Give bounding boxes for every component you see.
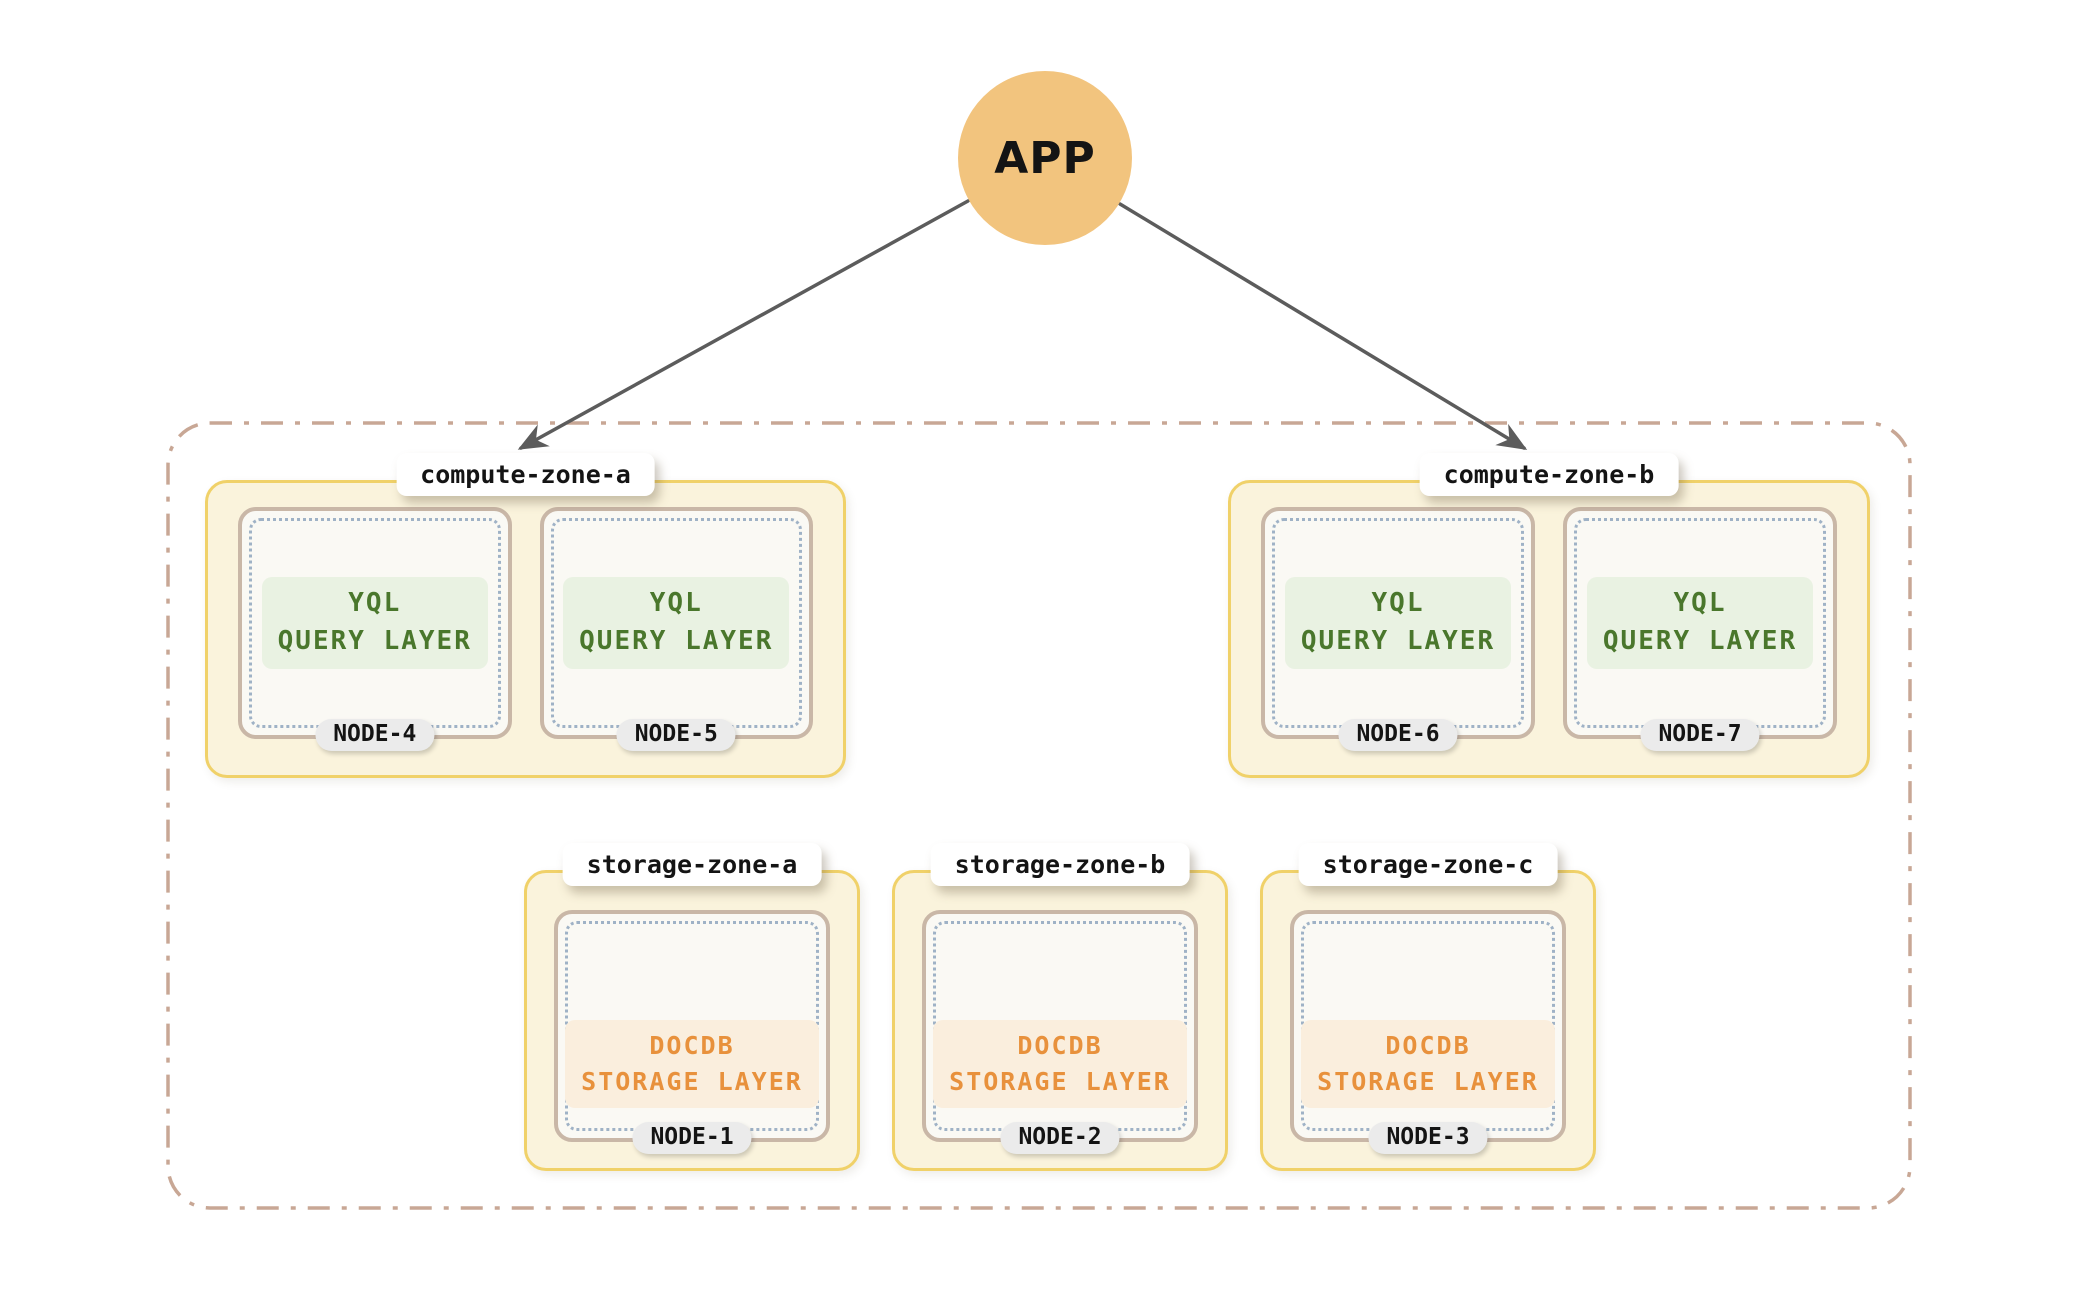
layer-line-2: STORAGE LAYER [949,1066,1171,1096]
node-name-pill: NODE-1 [632,1122,752,1154]
node-name-pill: NODE-3 [1368,1122,1488,1154]
node-box-node-6: YQL QUERY LAYER NODE-6 [1261,507,1535,751]
node-name-text: NODE-7 [1658,721,1742,748]
layer-line-2: QUERY LAYER [1300,626,1496,656]
arrow-app-to-compute-zone-b [1118,202,1528,450]
zone-label: compute-zone-b [1419,453,1679,497]
layer-line-2: QUERY LAYER [277,626,472,656]
node-box-node-7: YQL QUERY LAYER NODE-7 [1563,507,1837,751]
node-box-node-5: YQL QUERY LAYER NODE-5 [539,507,813,751]
layer-line-1: DOCDB [1385,1030,1471,1060]
zone-label-text: storage-zone-c [1322,850,1534,879]
zone-compute-a: compute-zone-a YQL QUERY LAYER NODE-4 YQ… [205,453,846,778]
layer-line-1: YQL [1371,588,1425,619]
zone-storage-b: storage-zone-b DOCDB STORAGE LAYER NODE-… [892,843,1228,1171]
node-box-node-2: DOCDB STORAGE LAYER NODE-2 [922,910,1198,1154]
layer-line-2: STORAGE LAYER [581,1066,803,1096]
node-name-pill: NODE-7 [1640,719,1760,751]
layer-badge: DOCDB STORAGE LAYER [933,1019,1187,1108]
arrow-app-to-compute-zone-a [517,199,970,450]
zone-label: storage-zone-c [1298,843,1558,887]
layer-line-2: QUERY LAYER [1602,626,1798,656]
node-name-text: NODE-3 [1386,1124,1470,1151]
node-name-text: NODE-2 [1018,1124,1102,1151]
zone-label: compute-zone-a [396,453,655,497]
zone-label: storage-zone-b [930,843,1190,887]
zone-label: storage-zone-a [562,843,822,887]
layer-line-1: DOCDB [1017,1030,1103,1060]
app-node: APP [958,71,1132,245]
layer-badge: YQL QUERY LAYER [1586,577,1814,669]
node-name-pill: NODE-5 [616,719,736,751]
layer-line-2: STORAGE LAYER [1317,1066,1539,1096]
node-name-text: NODE-1 [650,1124,734,1151]
node-box-node-1: DOCDB STORAGE LAYER NODE-1 [554,910,830,1154]
app-label: APP [994,132,1096,184]
node-name-pill: NODE-2 [1000,1122,1120,1154]
layer-badge: DOCDB STORAGE LAYER [565,1019,819,1108]
layer-badge: YQL QUERY LAYER [1284,577,1512,669]
zone-label-text: compute-zone-b [1443,460,1655,489]
node-name-pill: NODE-6 [1338,719,1458,751]
layer-line-1: DOCDB [649,1030,735,1060]
cluster-boundary [166,421,1912,1210]
zone-label-text: storage-zone-a [586,850,798,879]
node-name-text: NODE-6 [1356,721,1440,748]
layer-line-1: YQL [649,588,703,619]
layer-line-1: YQL [348,588,402,619]
layer-badge: DOCDB STORAGE LAYER [1301,1019,1555,1108]
layer-badge: YQL QUERY LAYER [261,577,488,669]
node-name-text: NODE-5 [634,721,718,748]
layer-badge: YQL QUERY LAYER [563,577,790,669]
node-name-pill: NODE-4 [315,719,435,751]
node-box-node-4: YQL QUERY LAYER NODE-4 [238,507,512,751]
zone-label-text: compute-zone-a [420,460,631,489]
zone-storage-c: storage-zone-c DOCDB STORAGE LAYER NODE-… [1260,843,1596,1171]
zone-storage-a: storage-zone-a DOCDB STORAGE LAYER NODE-… [524,843,860,1171]
zone-label-text: storage-zone-b [954,850,1166,879]
zone-compute-b: compute-zone-b YQL QUERY LAYER NODE-6 YQ… [1228,453,1870,778]
node-box-node-3: DOCDB STORAGE LAYER NODE-3 [1290,910,1566,1154]
layer-line-2: QUERY LAYER [579,626,774,656]
layer-line-1: YQL [1673,588,1727,619]
node-name-text: NODE-4 [333,721,417,748]
